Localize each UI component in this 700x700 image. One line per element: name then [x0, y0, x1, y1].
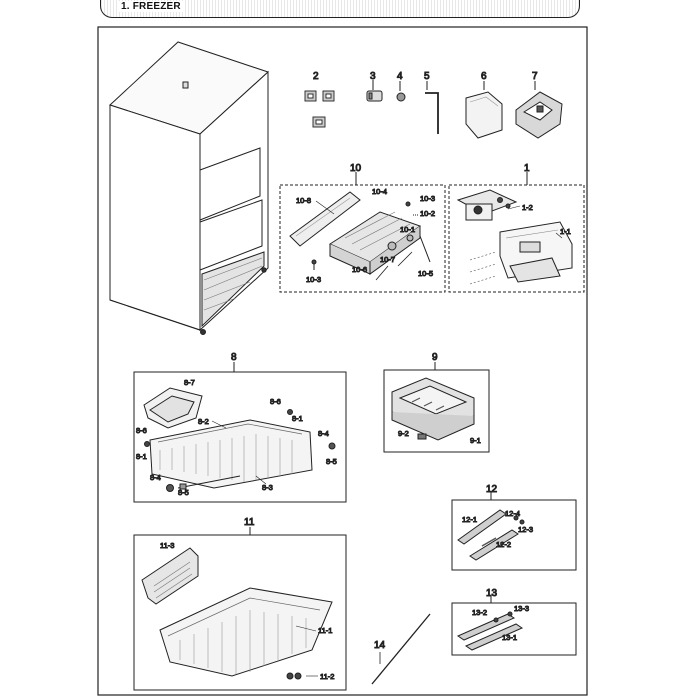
part-label-8-7: 8-7 [184, 378, 195, 387]
part-label-13-1: 13-1 [502, 633, 517, 642]
part-label-12-3: 12-3 [518, 525, 533, 534]
group-number-9: 9 [432, 352, 438, 363]
group-9-box [383, 369, 490, 453]
part-label-8-5-right: 8-5 [326, 457, 337, 466]
group-13-box [451, 602, 577, 656]
group-number-6: 6 [481, 71, 487, 82]
group-number-5: 5 [424, 71, 430, 82]
group-number-12: 12 [486, 484, 498, 495]
part-2-brackets-illustration [304, 90, 335, 128]
part-label-10-6: 10-6 [352, 265, 367, 274]
group-10-box [279, 184, 446, 293]
part-labels: 10-8 10-4 10-3 10-2 10-1 10-7 10-6 10-5 … [136, 187, 572, 682]
group-number-10: 10 [350, 163, 362, 174]
refrigerator-cabinet-illustration [109, 41, 269, 335]
group-12-box [451, 499, 577, 571]
part-label-1-2: 1-2 [522, 203, 533, 212]
group-11-illustration [141, 547, 333, 680]
leader-lines [211, 200, 563, 677]
part-label-1-1: 1-1 [560, 227, 571, 236]
part-label-12-1: 12-1 [462, 515, 477, 524]
part-label-8-4-left: 8-4 [150, 473, 161, 482]
group-9-illustration [391, 377, 475, 441]
part-5-rod-illustration [425, 81, 439, 134]
diagram-frame [97, 26, 588, 696]
group-number-3: 3 [370, 71, 376, 82]
part-3-illustration [366, 80, 383, 102]
section-title: 1. FREEZER [118, 1, 184, 12]
part-label-8-6-right: 8-6 [270, 397, 281, 406]
group-number-13: 13 [486, 588, 498, 599]
part-4-illustration [396, 81, 406, 102]
part-label-9-2: 9-2 [398, 429, 409, 438]
part-label-13-3: 13-3 [514, 604, 529, 613]
part-label-9-1: 9-1 [470, 436, 481, 445]
group-number-2: 2 [313, 71, 319, 82]
part-6-cover-illustration [465, 81, 503, 139]
group-8-illustration [143, 387, 336, 492]
group-1-box [448, 184, 585, 293]
group-12-illustration [457, 509, 525, 561]
part-label-10-5: 10-5 [418, 269, 433, 278]
part-label-8-1-right: 8-1 [292, 414, 303, 423]
part-label-11-2: 11-2 [320, 672, 334, 681]
group-13-illustration [456, 611, 524, 651]
group-11-box [133, 534, 347, 691]
part-14-rod-illustration [371, 613, 431, 685]
part-label-11-1: 11-1 [318, 626, 332, 635]
part-label-8-2: 8-2 [198, 417, 209, 426]
part-label-10-3-bottom: 10-3 [306, 275, 321, 284]
part-label-10-4: 10-4 [372, 187, 387, 196]
group-number-1: 1 [524, 163, 530, 174]
part-label-8-3: 8-3 [262, 483, 273, 492]
group-numbers: 2 3 4 5 6 7 10 1 8 9 12 11 13 14 [231, 71, 539, 652]
group-number-11: 11 [244, 517, 255, 528]
part-label-10-8: 10-8 [296, 196, 311, 205]
part-label-10-2: 10-2 [420, 209, 435, 218]
group-number-7: 7 [532, 71, 538, 82]
group-8-box [133, 371, 347, 503]
group-number-8: 8 [231, 352, 237, 363]
part-label-8-6-left: 8-6 [136, 426, 147, 435]
part-7-assembly-illustration [515, 81, 563, 139]
part-label-12-2: 12-2 [496, 540, 511, 549]
section-header-tab [100, 0, 580, 18]
part-label-8-5-left: 8-5 [178, 488, 189, 497]
part-label-10-3-top: 10-3 [420, 194, 435, 203]
part-label-11-3: 11-3 [160, 541, 174, 550]
group-number-14: 14 [374, 640, 386, 651]
part-label-12-4: 12-4 [505, 509, 520, 518]
group-10-illustration [289, 191, 431, 281]
part-label-10-7: 10-7 [380, 255, 395, 264]
part-label-13-2: 13-2 [472, 608, 487, 617]
part-label-8-4-right: 8-4 [318, 429, 329, 438]
part-label-8-1-left: 8-1 [136, 452, 147, 461]
group-number-4: 4 [397, 71, 403, 82]
part-label-10-1: 10-1 [400, 225, 415, 234]
group-1-illustration [456, 189, 573, 285]
